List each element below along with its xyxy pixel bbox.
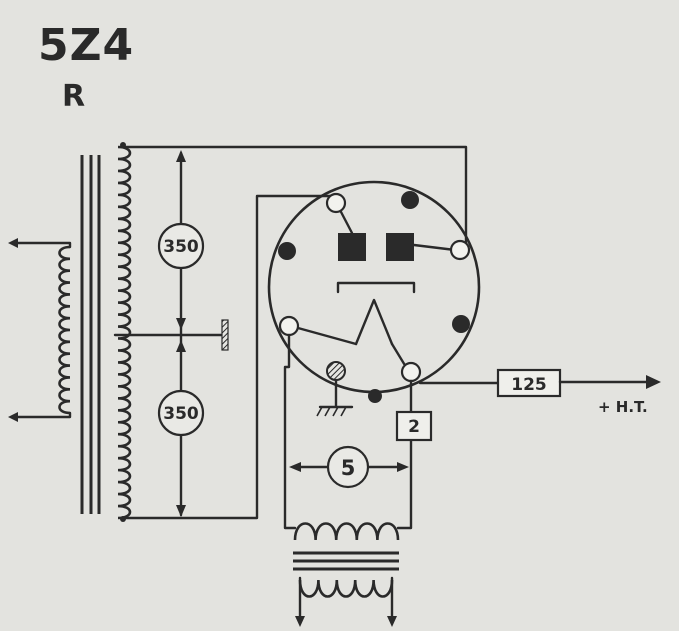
output-current-value: 125 <box>511 375 547 395</box>
pin-nc-top <box>401 191 419 209</box>
cathode-bar <box>336 281 416 294</box>
anode-left-wire <box>338 208 354 235</box>
winding-upper-badge: 350 <box>157 222 205 270</box>
filament-current-value: 2 <box>408 417 420 437</box>
filament-current-box: 2 <box>395 410 433 442</box>
anode-right <box>386 233 414 261</box>
secondary-winding <box>117 142 132 522</box>
output-arrow-icon <box>646 375 661 389</box>
filament-voltage-value: 5 <box>341 456 356 480</box>
output-label: + H.T. <box>598 398 648 416</box>
filament <box>354 298 394 346</box>
winding-upper-value: 350 <box>163 237 199 257</box>
primary-arrow-in-icon <box>8 238 18 248</box>
pin-ground <box>326 361 346 381</box>
winding-lower-value: 350 <box>163 404 199 424</box>
filament-voltage-dimension: 5 <box>289 445 409 489</box>
pin-filament-1 <box>278 315 300 337</box>
filament-transformer <box>293 522 400 627</box>
pin-nc-right <box>452 315 470 333</box>
tube-pins <box>278 191 471 403</box>
tube-envelope <box>267 180 481 394</box>
center-tap <box>113 319 229 351</box>
primary-arrow-out-icon <box>8 412 18 422</box>
anode-lead-top <box>121 145 468 248</box>
tube-suffix-label: R <box>62 79 85 114</box>
filament-lead-right-lower <box>396 438 413 530</box>
output-current-box: 125 <box>496 368 562 398</box>
transformer-core <box>80 155 101 514</box>
ground-symbol <box>316 378 354 417</box>
filament-right-wire <box>390 342 408 369</box>
pin-anode-2 <box>449 239 471 261</box>
pin-filament-2 <box>400 361 422 383</box>
anode-right-wire <box>412 243 457 252</box>
tube-type-title: 5Z4 <box>38 20 134 71</box>
pin-anode-1 <box>325 192 347 214</box>
filament-lead-left <box>283 333 297 530</box>
winding-lower-badge: 350 <box>157 389 205 437</box>
pin-nc-left <box>278 242 296 260</box>
voltage-dimension <box>176 150 186 517</box>
pin-key <box>368 389 382 403</box>
mains-arrow-right-icon <box>387 616 397 627</box>
filament-left-wire <box>296 326 358 346</box>
primary-winding <box>8 238 72 422</box>
mains-arrow-left-icon <box>295 616 305 627</box>
anode-left <box>338 233 366 261</box>
